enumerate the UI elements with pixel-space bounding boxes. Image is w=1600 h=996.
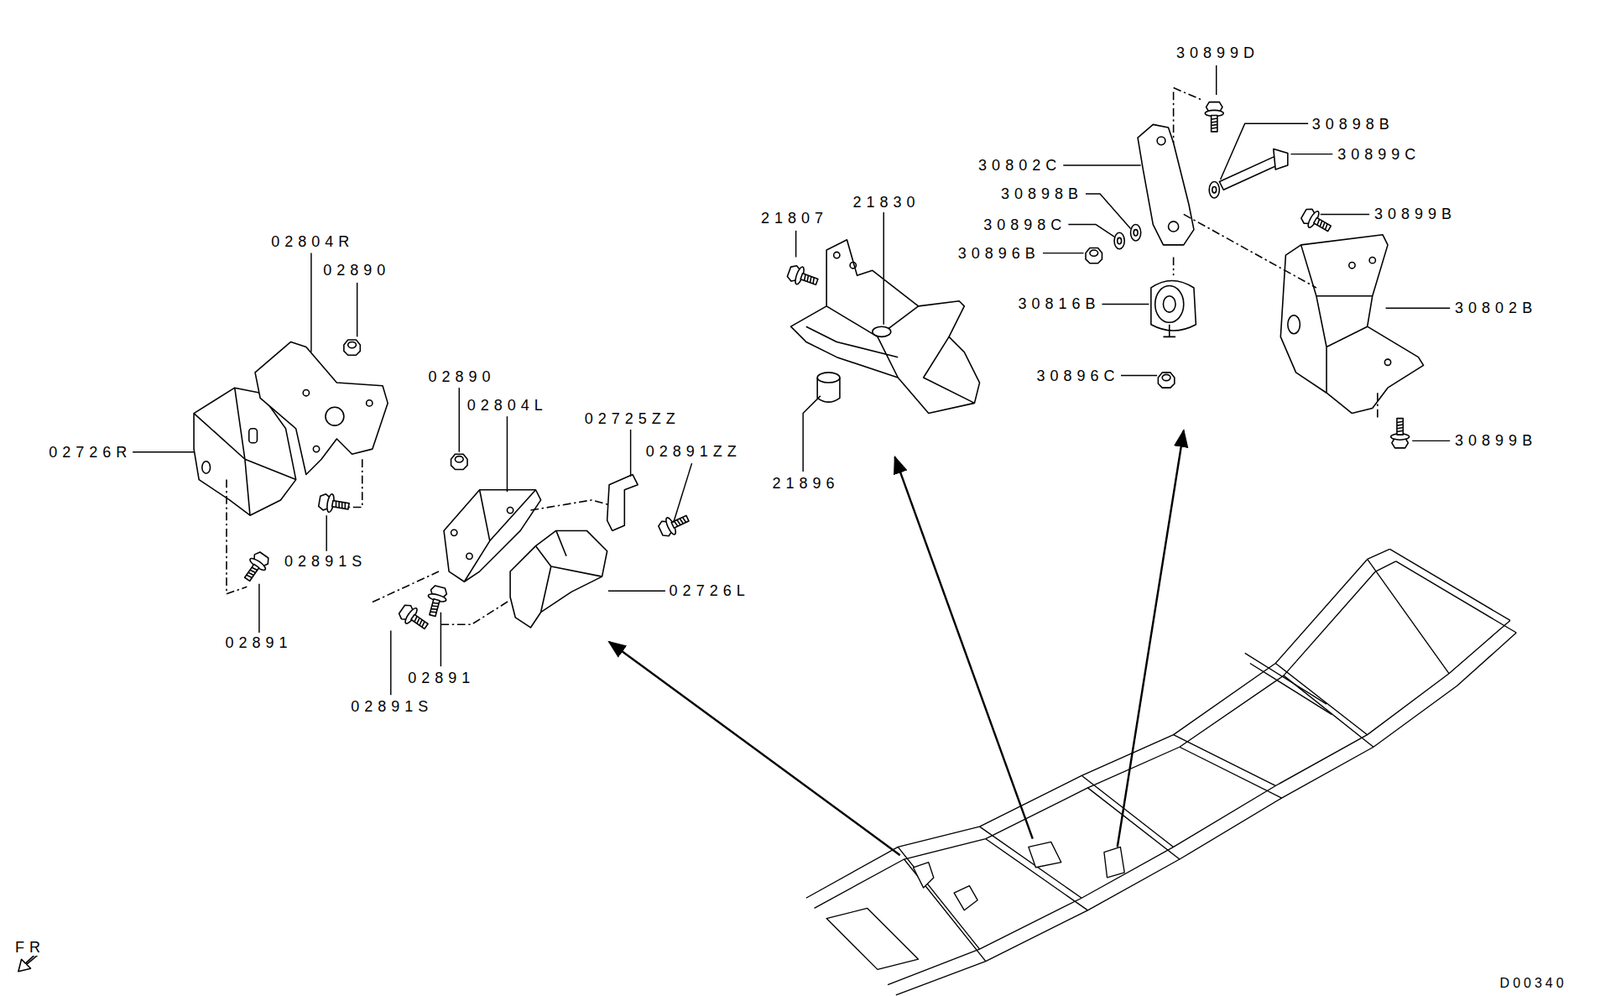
- callout-number: 02804R: [270, 233, 355, 251]
- callout-number: 02891S: [349, 698, 434, 715]
- callout-number: 30899D: [1175, 44, 1261, 62]
- callout-number: 30896B: [957, 244, 1042, 262]
- crossmember: [786, 239, 980, 414]
- callout-number: 02726L: [668, 582, 751, 600]
- engine-mount-left: [372, 453, 692, 634]
- callout-number: 02891ZZ: [645, 442, 743, 460]
- callout-number: 30899B: [1454, 432, 1538, 449]
- callout-number: 21896: [771, 474, 840, 492]
- callout-number: 30898C: [982, 216, 1068, 234]
- callout-number: 30899C: [1336, 145, 1422, 163]
- callout-number: 30896C: [1035, 367, 1121, 385]
- leader-lines: [132, 65, 1450, 695]
- callout-number: 02891: [406, 669, 476, 687]
- callout-number: 30802B: [1454, 299, 1538, 317]
- callout-number: 02891S: [283, 552, 368, 570]
- chassis-frame: [806, 548, 1517, 995]
- callout-number: 02890: [427, 368, 497, 386]
- callout-number: 02725ZZ: [583, 410, 682, 428]
- callout-number: 30802C: [977, 156, 1063, 174]
- location-arrows: [609, 430, 1184, 855]
- transmission-mount: [1085, 88, 1424, 449]
- callout-number: 02726R: [47, 443, 133, 461]
- callout-number: 21830: [852, 193, 922, 211]
- callout-number: 02804L: [466, 396, 549, 414]
- callout-number: 30816B: [1017, 295, 1102, 313]
- callout-number: 02890: [322, 261, 391, 279]
- engine-mount-right: [193, 339, 388, 595]
- callout-number: 21807: [760, 209, 829, 227]
- callout-number: 30898B: [1311, 115, 1396, 133]
- direction-label: FR: [14, 938, 47, 956]
- callout-number: 02891: [224, 634, 294, 652]
- callout-number: 30899B: [1373, 205, 1458, 223]
- drawing-code: D00340: [1499, 974, 1569, 992]
- callout-number: 30898B: [1000, 185, 1085, 203]
